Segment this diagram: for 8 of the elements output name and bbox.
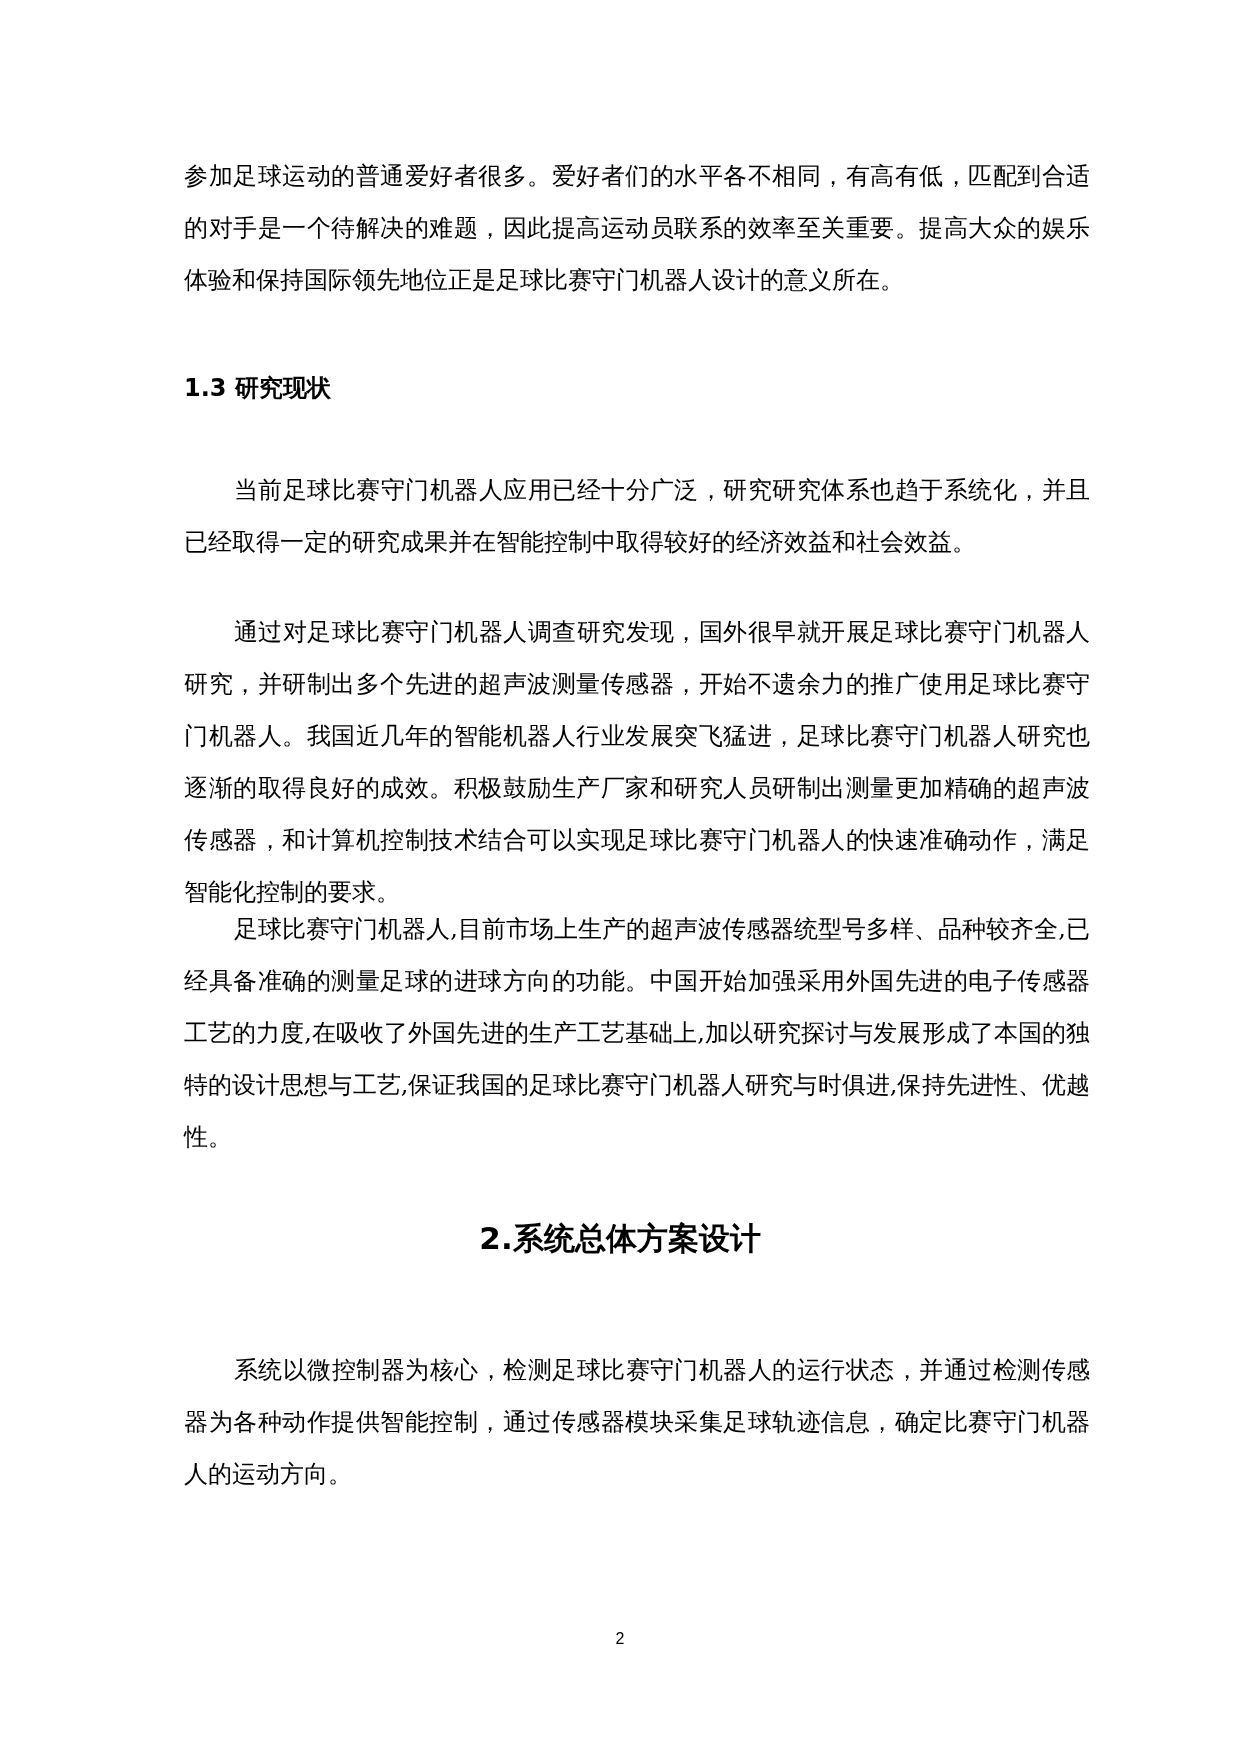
body-paragraph: 系统以微控制器为核心，检测足球比赛守门机器人的运行状态，并通过检测传感器为各种动作提供智能控制，通过传感器模块采集足球轨迹信息，确定比赛守门机器人的运动方向。 bbox=[184, 1355, 1090, 1490]
section-heading: 1.3 研究现状 bbox=[184, 373, 332, 404]
body-paragraph: 通过对足球比赛守门机器人调查研究发现，国外很早就开展足球比赛守门机器人研究，并研制出多个先进的超声波测量传感器，开始不遗余力的推广使用足球比赛守门机器人。我国近几年的智能机器人行业发展突飞猛进，足球比赛守门机器人研究也逐渐的取得良好的成效。积极鼓励生产厂家和研究人员研制出测量更加精确的超声波传感器，和计算机控制技术结合可以实现足球比赛守门机器人的快速准确动作，满足智能化控制的要求。 bbox=[184, 617, 1090, 908]
body-paragraph: 足球比赛守门机器人,目前市场上生产的超声波传感器统型号多样、品种较齐全,已经具备准确的测量足球的进球方向的功能。中国开始加强采用外国先进的电子传感器工艺的力度,在吸收了外国先进的生产工艺基础上,加以研究探讨与发展形成了本国的独特的设计思想与工艺,保证我国的足球比赛守门机器人研究与时俱进,保持先进性、优越性。 bbox=[184, 914, 1090, 1153]
body-paragraph: 当前足球比赛守门机器人应用已经十分广泛，研究研究体系也趋于系统化，并且已经取得一定的研究成果并在智能控制中取得较好的经济效益和社会效益。 bbox=[184, 475, 1090, 558]
body-paragraph: 参加足球运动的普通爱好者很多。爱好者们的水平各不相同，有高有低，匹配到合适的对手是一个待解决的难题，因此提高运动员联系的效率至关重要。提高大众的娱乐体验和保持国际领先地位正是足球比赛守门机器人设计的意义所在。 bbox=[184, 161, 1090, 296]
page-number: 2 bbox=[614, 1629, 626, 1649]
chapter-heading: 2.系统总体方案设计 bbox=[478, 1219, 762, 1258]
